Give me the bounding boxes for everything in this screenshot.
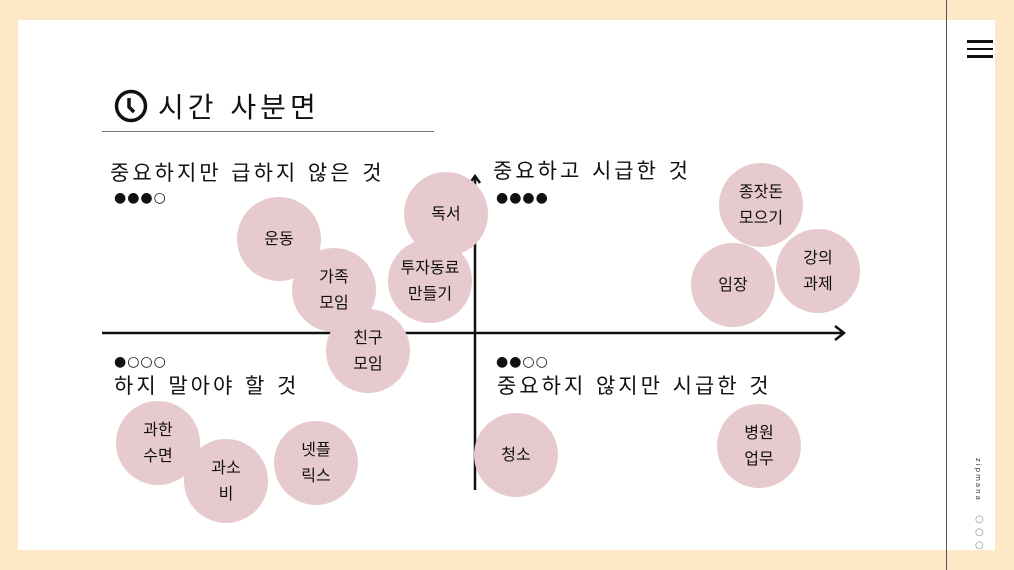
item-circle: 청소 xyxy=(474,413,558,497)
page-indicator-dots[interactable]: ○ ○ ○ xyxy=(975,514,984,551)
sidebar-divider xyxy=(946,0,947,570)
clock-icon xyxy=(114,89,148,123)
quadrant-label-urgent-not-important: 중요하지 않지만 시급한 것 xyxy=(497,374,772,398)
quadrant-label-important-not-urgent: 중요하지만 급하지 않은 것 xyxy=(110,161,385,185)
rating-dots: ●●○○ xyxy=(496,354,549,370)
item-circle: 투자동료 만들기 xyxy=(388,239,472,323)
rating-dots: ●○○○ xyxy=(114,354,167,370)
hamburger-menu-icon[interactable] xyxy=(967,40,993,58)
title-text: 시간 사분면 xyxy=(158,91,320,124)
rating-dots: ●●●● xyxy=(496,190,549,206)
item-circle: 넷플 릭스 xyxy=(274,421,358,505)
rating-dots: ●●●○ xyxy=(114,190,167,206)
item-circle: 과소 비 xyxy=(184,439,268,523)
item-circle: 강의 과제 xyxy=(776,229,860,313)
page-title: 시간 사분면 xyxy=(114,86,320,126)
brand-label: zipmana xyxy=(974,458,982,502)
item-circle: 병원 업무 xyxy=(717,404,801,488)
quadrant-label-avoid: 하지 말아야 할 것 xyxy=(114,374,300,398)
item-circle: 종잣돈 모으기 xyxy=(719,163,803,247)
item-circle: 친구 모임 xyxy=(326,309,410,393)
title-underline xyxy=(102,131,434,132)
x-axis-arrow xyxy=(834,325,847,341)
quadrant-label-important-urgent: 중요하고 시급한 것 xyxy=(493,159,691,183)
item-circle: 임장 xyxy=(691,243,775,327)
